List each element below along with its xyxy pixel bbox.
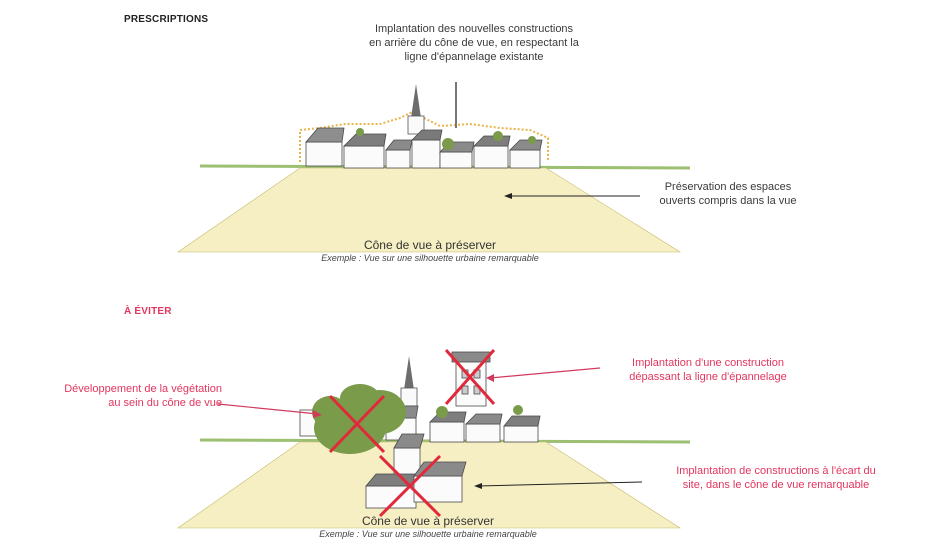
annotation-line: Implantation d'une construction: [632, 357, 784, 369]
section-title-eviter: À ÉVITER: [124, 306, 172, 317]
arrow-head: [486, 374, 494, 382]
caption-subtitle: Exemple : Vue sur une silhouette urbaine…: [321, 253, 539, 263]
town-silhouette: [305, 127, 543, 169]
cross-isolated-houses: [378, 454, 442, 518]
small-trees: [356, 128, 536, 150]
caption-prescriptions: Cône de vue à préserver Exemple : Vue su…: [321, 238, 538, 264]
church-spire: [400, 356, 418, 407]
annotation-vegetation: Développement de la végétation au sein d…: [64, 382, 222, 410]
annotation-new-constructions: Implantation des nouvelles constructions…: [369, 22, 579, 64]
cross-vegetation: [328, 394, 386, 454]
annotation-line: dépassant la ligne d'épannelage: [629, 371, 787, 383]
annotation-line: ouverts compris dans la vue: [659, 195, 797, 207]
isolated-houses: [365, 433, 467, 509]
annotation-line: site, dans le cône de vue remarquable: [682, 479, 870, 491]
annotation-line: au sein du cône de vue: [108, 397, 222, 409]
cross-tall-building: [444, 349, 496, 405]
section-title-prescriptions: PRESCRIPTIONS: [124, 14, 209, 25]
annotation-line: ligne d'épannelage existante: [404, 51, 544, 63]
annotation-line: en arrière du cône de vue, en respectant…: [369, 37, 579, 49]
arrow-head: [504, 193, 512, 199]
annotation-line: Développement de la végétation: [64, 383, 222, 395]
eviter-illustration: [177, 349, 691, 529]
annotation-isolated-construction: Implantation de constructions à l'écart …: [676, 464, 876, 492]
arrow-vegetation: [217, 403, 319, 415]
arrow-head: [313, 410, 322, 418]
annotation-tall-construction: Implantation d'une construction dépassan…: [629, 356, 786, 384]
caption-subtitle: Exemple : Vue sur une silhouette urbaine…: [319, 529, 537, 539]
annotation-line: Préservation des espaces: [664, 181, 792, 193]
arrow-tall-building: [489, 367, 601, 379]
annotation-line: Implantation des nouvelles constructions: [374, 23, 574, 35]
annotation-line: Implantation de constructions à l'écart …: [676, 465, 876, 477]
caption-title: Cône de vue à préserver: [363, 238, 497, 252]
arrow-isolated-houses: [477, 481, 643, 487]
caption-eviter: Cône de vue à préserver Exemple : Vue su…: [319, 514, 536, 540]
caption-title: Cône de vue à préserver: [361, 514, 495, 528]
prescriptions-illustration: [177, 82, 691, 253]
arrow-head: [474, 483, 482, 489]
church-spire: [407, 84, 425, 135]
annotation-open-spaces: Préservation des espaces ouverts compris…: [660, 180, 797, 208]
